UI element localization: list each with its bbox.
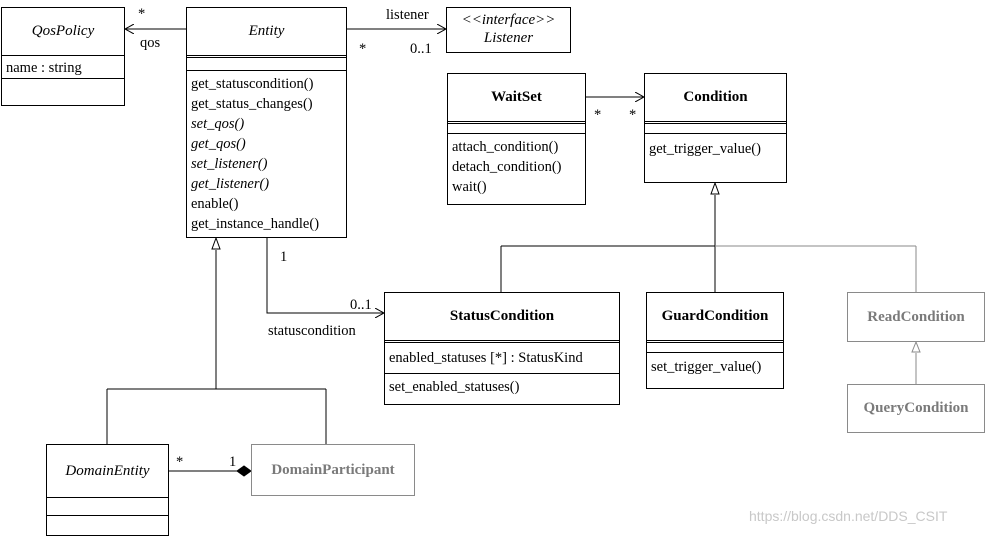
operation: set_qos() — [191, 116, 245, 132]
multiplicity-label: 0..1 — [410, 41, 432, 57]
multiplicity-label: * — [629, 107, 637, 123]
class-name: WaitSet — [491, 89, 542, 105]
class-name: QueryCondition — [863, 400, 969, 416]
class-name: StatusCondition — [449, 308, 555, 324]
operation: get_trigger_value() — [649, 141, 761, 157]
class-name: DomainParticipant — [271, 462, 395, 478]
operations-list: get_trigger_value() — [645, 139, 786, 159]
operation: set_enabled_statuses() — [389, 379, 520, 395]
operation: wait() — [452, 179, 487, 195]
operation: set_trigger_value() — [651, 359, 762, 375]
class-name: Listener — [483, 30, 534, 46]
class-name: ReadCondition — [867, 309, 965, 325]
class-guardcondition: GuardCondition set_trigger_value() — [646, 292, 784, 389]
multiplicity-label: 1 — [229, 454, 237, 470]
attribute: enabled_statuses [*] : StatusKind — [389, 350, 583, 366]
operation: set_listener() — [191, 156, 268, 172]
watermark: https://blog.csdn.net/DDS_CSIT — [749, 508, 948, 524]
operation: detach_condition() — [452, 159, 562, 175]
operations-list: set_trigger_value() — [647, 357, 783, 377]
multiplicity-label: 0..1 — [350, 297, 372, 313]
generalization-arrow-readcondition — [911, 340, 921, 353]
composition-diamond — [236, 465, 252, 477]
role-label: qos — [140, 35, 161, 51]
class-name: Entity — [248, 23, 285, 39]
operation: get_statuscondition() — [191, 76, 314, 92]
interface-listener: <<interface>> Listener — [446, 7, 571, 53]
class-condition: Condition get_trigger_value() — [644, 73, 787, 183]
operation: get_status_changes() — [191, 96, 313, 112]
class-name: Condition — [683, 89, 748, 105]
multiplicity-label: * — [138, 6, 146, 22]
class-name: GuardCondition — [661, 308, 769, 324]
class-name: DomainEntity — [65, 463, 150, 479]
multiplicity-label: * — [176, 454, 184, 470]
class-readcondition: ReadCondition — [847, 292, 985, 342]
class-domainentity: DomainEntity — [46, 444, 169, 536]
operations-list: attach_condition() detach_condition() wa… — [448, 137, 585, 197]
operation: enable() — [191, 196, 239, 212]
role-label: statuscondition — [268, 323, 356, 339]
class-waitset: WaitSet attach_condition() detach_condit… — [447, 73, 586, 205]
multiplicity-label: * — [359, 41, 367, 57]
operation: get_qos() — [191, 136, 246, 152]
generalization-arrow-entity — [211, 236, 221, 250]
operation: attach_condition() — [452, 139, 559, 155]
class-querycondition: QueryCondition — [847, 384, 985, 433]
multiplicity-label: 1 — [280, 249, 288, 265]
operations-list: get_statuscondition() get_status_changes… — [187, 74, 346, 234]
multiplicity-label: * — [594, 107, 602, 123]
class-name: QosPolicy — [31, 23, 95, 39]
class-qospolicy: QosPolicy name : string — [1, 7, 125, 106]
role-label: listener — [386, 7, 429, 23]
stereotype: <<interface>> — [461, 12, 556, 28]
class-entity: Entity get_statuscondition() get_status_… — [186, 7, 347, 238]
generalization-arrow-condition — [710, 181, 720, 195]
operation: get_listener() — [191, 176, 270, 192]
class-statuscondition: StatusCondition enabled_statuses [*] : S… — [384, 292, 620, 405]
operation: get_instance_handle() — [191, 216, 320, 232]
attribute: name : string — [6, 60, 82, 76]
statuscondition-association — [267, 238, 384, 313]
class-domainparticipant: DomainParticipant — [251, 444, 415, 496]
